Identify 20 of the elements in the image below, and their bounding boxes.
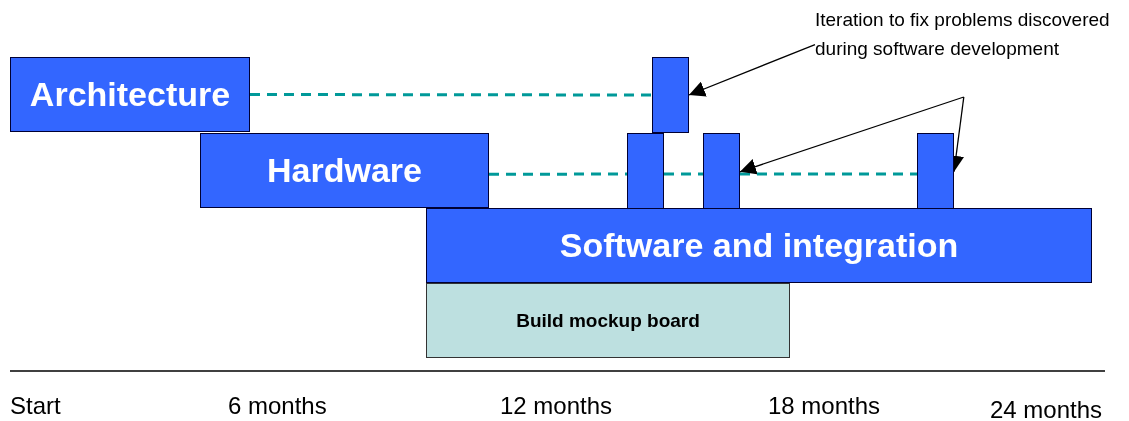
iteration-bar: [917, 133, 954, 209]
time-label: 6 months: [228, 392, 327, 420]
arrow: [688, 43, 816, 97]
iteration-bar: [652, 57, 689, 133]
task-bar: Build mockup board: [426, 283, 790, 358]
task-bar: Architecture: [10, 57, 250, 132]
dashed-line: [489, 172, 627, 176]
iteration-bar: [627, 133, 664, 209]
time-label: 18 months: [768, 392, 881, 420]
callout-note: Iteration to fix problems discovered during software development: [815, 5, 1125, 97]
time-label: 24 months: [990, 396, 1103, 421]
dashed-line: [740, 172, 917, 176]
dashed-line: [664, 172, 703, 176]
iteration-bar: [703, 133, 740, 209]
arrow: [739, 96, 965, 175]
dashed-line: [250, 93, 652, 97]
task-bar: Hardware: [200, 133, 489, 208]
time-label: 12 months: [500, 392, 613, 420]
time-label: Start: [10, 392, 61, 420]
task-bar: Software and integration: [426, 208, 1092, 283]
